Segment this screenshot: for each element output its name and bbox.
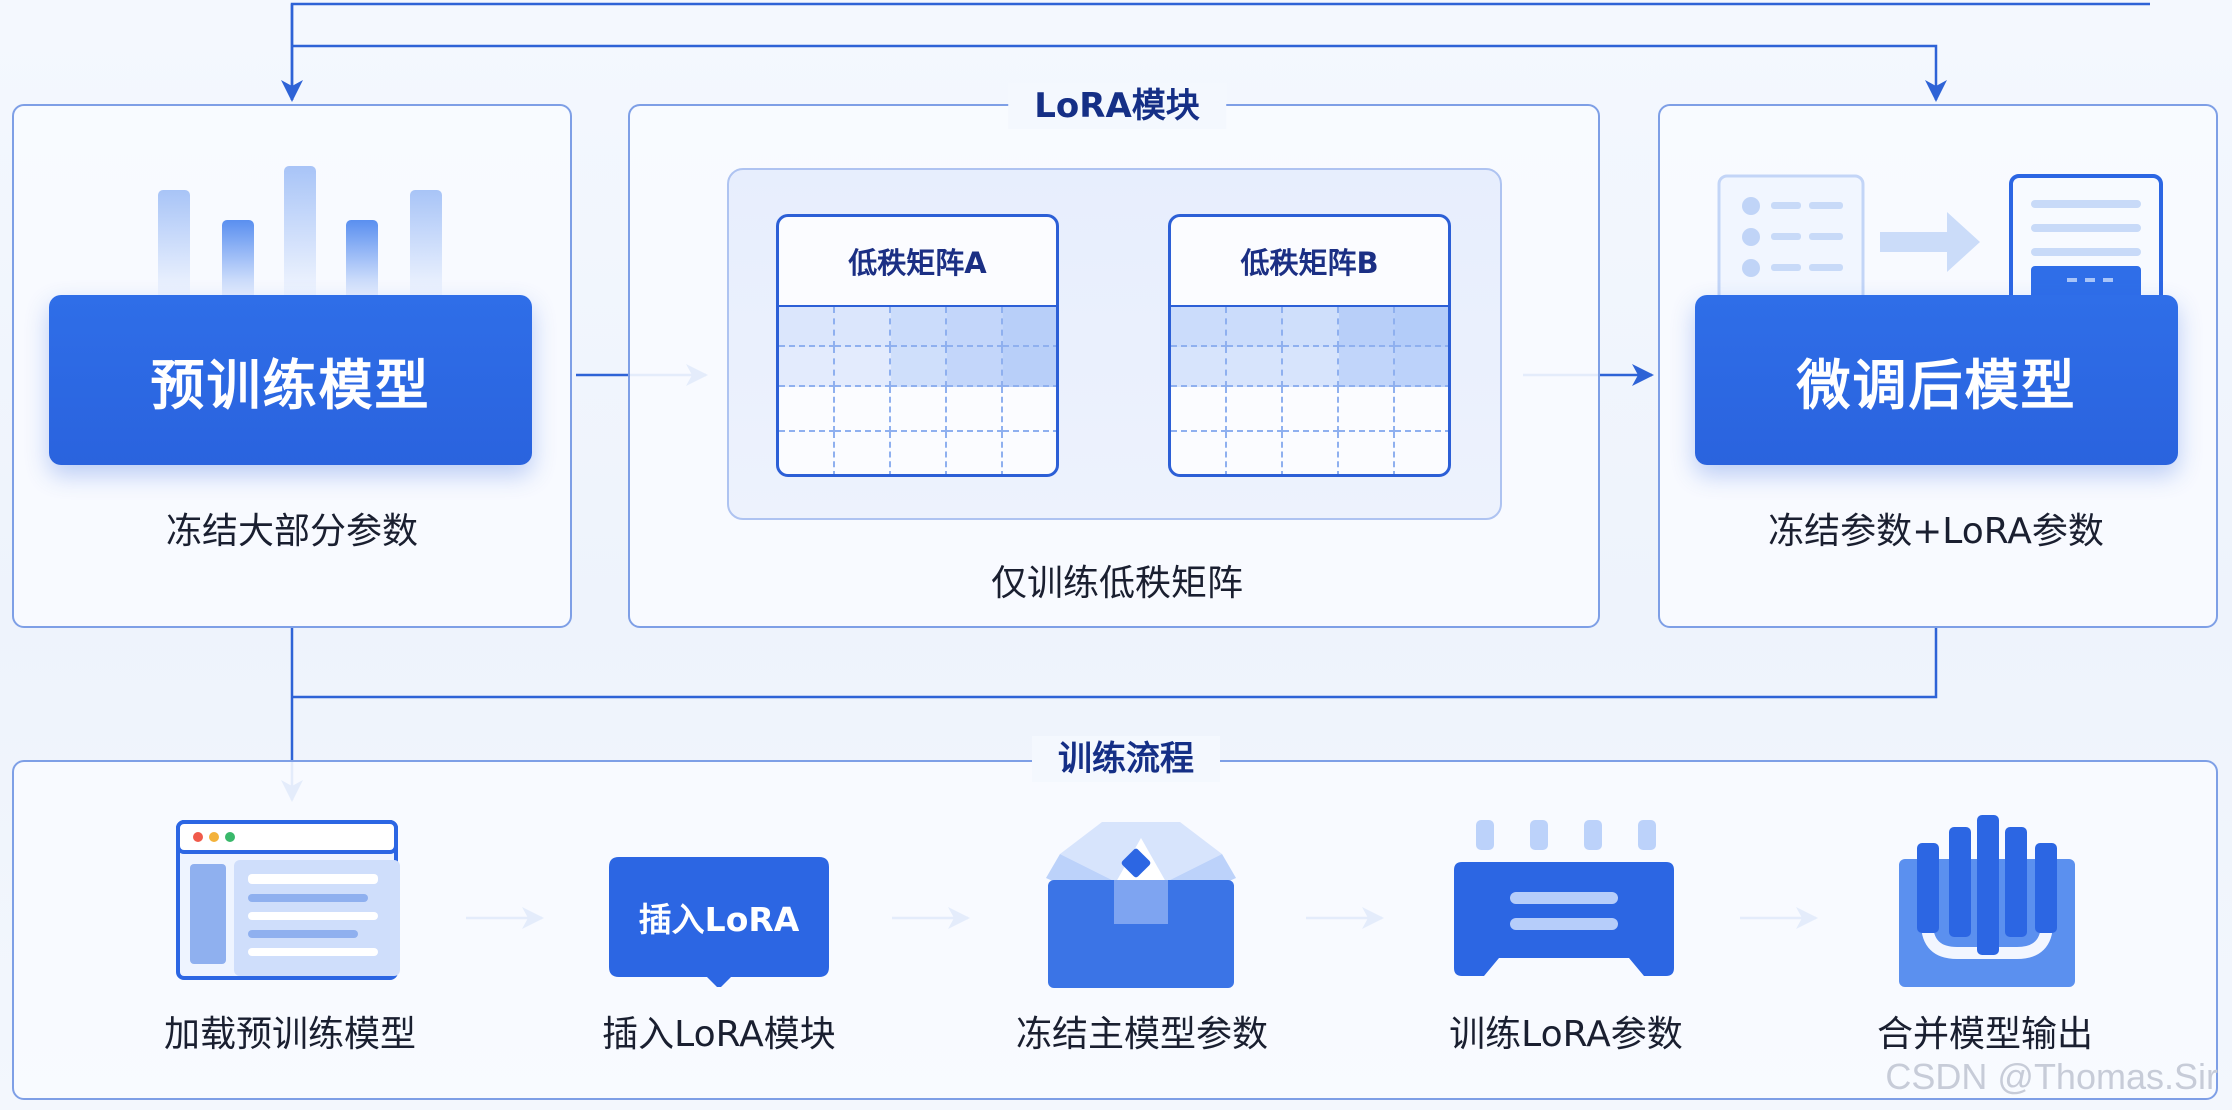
- matrix-b-label: 低秩矩阵B: [1171, 217, 1448, 307]
- finetuned-title: 微调后模型: [1796, 353, 2077, 417]
- merge-bars-icon: [1899, 815, 2075, 987]
- lora-module-title: LoRA模块: [1008, 83, 1226, 129]
- step-label-freeze-params: 冻结主模型参数: [1015, 1014, 1269, 1055]
- pretrained-caption: 冻结大部分参数: [165, 511, 419, 552]
- step-label-train-lora: 训练LoRA参数: [1449, 1014, 1683, 1055]
- insert-lora-badge: 插入LoRA: [638, 900, 800, 939]
- bar-chart-icon: [158, 166, 442, 300]
- matrix-b-grid: [1171, 307, 1448, 474]
- open-box-icon: [1046, 822, 1236, 988]
- step-label-merge-output: 合并模型输出: [1876, 1014, 2094, 1055]
- document-transform-icon: [1717, 174, 2163, 305]
- matrix-a-label: 低秩矩阵A: [779, 217, 1056, 307]
- pretrained-model-block: 预训练模型: [49, 295, 532, 465]
- lora-module-caption: 仅训练低秩矩阵: [990, 563, 1244, 604]
- training-flow-title: 训练流程: [1032, 736, 1220, 782]
- matrix-b: 低秩矩阵B: [1168, 214, 1451, 477]
- finetuned-caption: 冻结参数+LoRA参数: [1768, 511, 2104, 552]
- step-label-load-model: 加载预训练模型: [163, 1014, 417, 1055]
- matrix-a: 低秩矩阵A: [776, 214, 1059, 477]
- watermark: CSDN @Thomas.Sir: [1885, 1056, 2218, 1097]
- step-label-insert-lora: 插入LoRA模块: [602, 1014, 836, 1055]
- bottom-link-line: [292, 628, 1938, 699]
- top-link-line: [292, 44, 1947, 102]
- pretrained-title: 预训练模型: [150, 353, 431, 417]
- matrix-a-grid: [779, 307, 1056, 474]
- browser-window-icon: [176, 820, 400, 980]
- finetuned-model-block: 微调后模型: [1695, 295, 2178, 465]
- speech-bubble-icon: 插入LoRA: [609, 857, 829, 987]
- processor-chip-icon: [1454, 820, 1674, 976]
